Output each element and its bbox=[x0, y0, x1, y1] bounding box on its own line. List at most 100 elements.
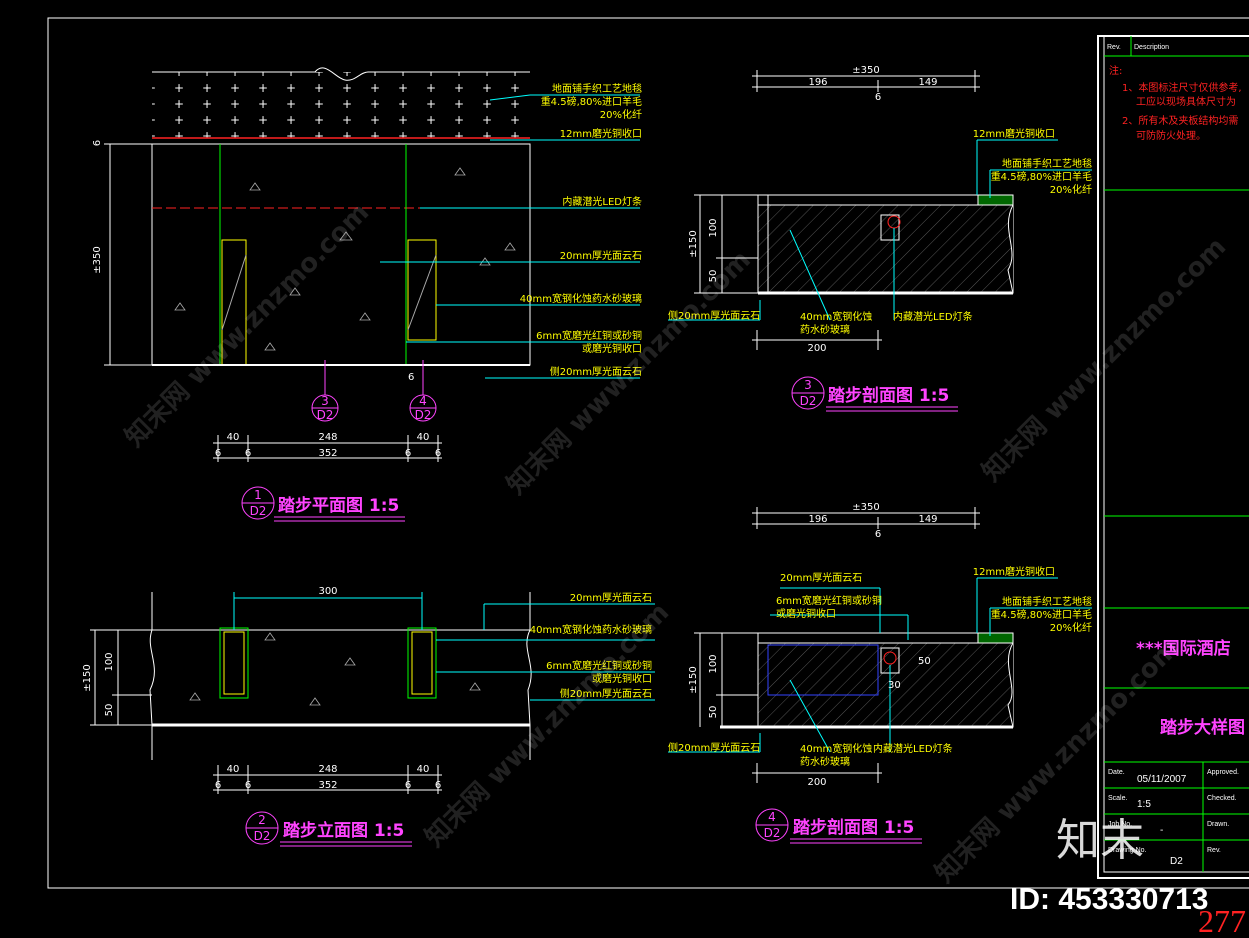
plan-label-copper-edge: 12mm磨光铜收口 bbox=[560, 127, 642, 140]
plan-label-led: 内藏潜光LED灯条 bbox=[562, 195, 642, 208]
sec4-dim-196: 196 bbox=[808, 514, 827, 525]
sec3-dim-6: 6 bbox=[875, 92, 881, 103]
plan-marker-4-sheet: D2 bbox=[415, 408, 432, 422]
tb-approved-label: Approved. bbox=[1207, 769, 1239, 776]
sec3-label-glass2: 药水砂玻璃 bbox=[800, 323, 850, 336]
elev-dim-50: 50 bbox=[104, 704, 115, 717]
sec3-dim-196: 196 bbox=[808, 77, 827, 88]
plan-marker-3-num: 3 bbox=[321, 394, 329, 408]
elev-title: 踏步立面图 1:5 bbox=[283, 820, 404, 841]
sec4-title-sheet: D2 bbox=[764, 826, 781, 840]
elev-label-glass: 40mm宽钢化蚀药水砂玻璃 bbox=[530, 623, 652, 636]
elevation-view: 300 20mm厚光面云石 40mm宽钢化蚀药水砂玻璃 6mm宽磨光红铜或砂铜 … bbox=[82, 586, 655, 847]
tb-drawing-title: 踏步大样图 bbox=[1160, 717, 1245, 738]
sec4-dim-150: ±150 bbox=[688, 666, 699, 693]
sec4-label-copper2: 或磨光铜收口 bbox=[776, 607, 836, 620]
tb-drawing-value: D2 bbox=[1170, 856, 1183, 867]
elev-dim-6-a: 6 bbox=[215, 780, 221, 791]
sec4-label-glass2: 药水砂玻璃 bbox=[800, 755, 850, 768]
tb-date-value: 05/11/2007 bbox=[1137, 774, 1187, 785]
sec3-label-side-marble: 侧20mm厚光面云石 bbox=[668, 309, 760, 322]
elev-title-num: 2 bbox=[258, 813, 266, 827]
elev-dim-6-b: 6 bbox=[245, 780, 251, 791]
image-id-text: ID: 453330713 bbox=[1010, 883, 1209, 916]
sec3-label-glass: 40mm宽钢化蚀 bbox=[800, 310, 872, 323]
tb-scale-label: Scale. bbox=[1108, 795, 1128, 802]
elev-dim-6-c: 6 bbox=[405, 780, 411, 791]
watermark-layer: 知末网 www.znzmo.com 知末网 www.znzmo.com 知末网 … bbox=[120, 197, 1233, 888]
section-4-view: ±350 196 149 6 20mm厚光面云石 6mm宽磨光红铜或砂铜 或磨光… bbox=[668, 502, 1092, 844]
plan-title: 踏步平面图 1:5 bbox=[278, 495, 399, 516]
elev-label-side-marble: 侧20mm厚光面云石 bbox=[560, 687, 652, 700]
tb-scale-value: 1:5 bbox=[1137, 799, 1151, 810]
plan-dim-6-d: 6 bbox=[435, 448, 441, 459]
elev-label-marble: 20mm厚光面云石 bbox=[570, 591, 652, 604]
tb-date-label: Date. bbox=[1108, 769, 1125, 776]
sec4-dim-30-inner: 30 bbox=[888, 680, 901, 691]
sec4-label-led: 内藏潜光LED灯条 bbox=[873, 742, 953, 755]
plan-label-carpet: 地面铺手织工艺地毯 bbox=[552, 82, 642, 95]
tb-checked-label: Checked. bbox=[1207, 795, 1237, 802]
sec3-label-carpet-weight: 重4.5磅,80%进口羊毛 bbox=[991, 170, 1092, 183]
plan-label-marble: 20mm厚光面云石 bbox=[560, 249, 642, 262]
elev-dim-6-d: 6 bbox=[435, 780, 441, 791]
plan-dim-left: ±350 bbox=[92, 246, 103, 273]
plan-dim-248: 248 bbox=[318, 432, 337, 443]
sec4-label-copper-edge: 12mm磨光铜收口 bbox=[973, 565, 1055, 578]
elev-label-copper2: 或磨光铜收口 bbox=[592, 672, 652, 685]
plan-dim-6-b: 6 bbox=[245, 448, 251, 459]
plan-dim-352: 352 bbox=[318, 448, 337, 459]
tb-note-1: 1、本图标注尺寸仅供参考, bbox=[1122, 81, 1242, 94]
sec3-label-carpet: 地面铺手织工艺地毯 bbox=[1002, 157, 1092, 170]
tb-note-2b: 可防防火处理。 bbox=[1136, 129, 1206, 142]
title-block: Rev. Description 注: 1、本图标注尺寸仅供参考, 工应以现场具… bbox=[1097, 35, 1249, 879]
sec4-dim-200: 200 bbox=[807, 777, 826, 788]
tb-desc-label: Description bbox=[1134, 44, 1169, 51]
tb-job-label: Job No. bbox=[1108, 821, 1132, 828]
plan-label-copper: 6mm宽磨光红铜或砂铜 bbox=[536, 329, 642, 342]
plan-label-carpet-fiber: 20%化纤 bbox=[600, 108, 642, 121]
sec3-dim-150: ±150 bbox=[688, 230, 699, 257]
plan-view: 地面铺手织工艺地毯 重4.5磅,80%进口羊毛 20%化纤 12mm磨光铜收口 … bbox=[92, 67, 642, 522]
sec3-title-num: 3 bbox=[804, 378, 812, 392]
tb-rev-label: Rev. bbox=[1107, 44, 1121, 51]
tb-job-value: - bbox=[1160, 825, 1163, 836]
sec4-dim-6: 6 bbox=[875, 529, 881, 540]
corner-number: 277 bbox=[1198, 903, 1246, 938]
sec4-dim-350: ±350 bbox=[852, 502, 879, 513]
sec3-dim-100: 100 bbox=[708, 218, 719, 237]
sec4-label-carpet-fiber: 20%化纤 bbox=[1050, 621, 1092, 634]
sec4-label-copper: 6mm宽磨光红铜或砂铜 bbox=[776, 594, 882, 607]
sec4-label-carpet: 地面铺手织工艺地毯 bbox=[1002, 595, 1092, 608]
tb-drawn-label: Drawn. bbox=[1207, 821, 1229, 828]
plan-dim-40-left: 40 bbox=[227, 432, 240, 443]
elev-dim-248: 248 bbox=[318, 764, 337, 775]
tb-rev2-label: Rev. bbox=[1207, 847, 1221, 854]
drawing-border bbox=[47, 17, 1249, 889]
elev-title-sheet: D2 bbox=[254, 829, 271, 843]
tb-notes-header: 注: bbox=[1109, 64, 1122, 77]
sec3-dim-50: 50 bbox=[708, 270, 719, 283]
plan-dim-small: 6 bbox=[408, 372, 414, 383]
sec3-title: 踏步剖面图 1:5 bbox=[828, 385, 949, 406]
tb-project-name: ***国际酒店 bbox=[1136, 638, 1231, 659]
plan-title-sheet: D2 bbox=[250, 504, 267, 518]
elev-label-copper: 6mm宽磨光红铜或砂铜 bbox=[546, 659, 652, 672]
elev-dim-352: 352 bbox=[318, 780, 337, 791]
section-3-view: ±350 196 149 6 12mm磨光铜收口 地面铺手织工艺地毯 重4.5磅… bbox=[668, 65, 1092, 412]
plan-label-copper2: 或磨光铜收口 bbox=[582, 342, 642, 355]
plan-title-num: 1 bbox=[254, 488, 262, 502]
plan-label-glass: 40mm宽钢化蚀药水砂玻璃 bbox=[520, 292, 642, 305]
plan-dim-40-right: 40 bbox=[417, 432, 430, 443]
tb-note-1b: 工应以现场具体尺寸为 bbox=[1136, 95, 1236, 108]
tb-drawing-label: Drawing No. bbox=[1108, 847, 1147, 854]
plan-label-carpet-weight: 重4.5磅,80%进口羊毛 bbox=[541, 95, 642, 108]
sec4-label-marble: 20mm厚光面云石 bbox=[780, 571, 862, 584]
elev-dim-40-right: 40 bbox=[417, 764, 430, 775]
sec4-label-side-marble: 侧20mm厚光面云石 bbox=[668, 741, 760, 754]
watermark-text: 知末网 www.znzmo.com bbox=[501, 245, 756, 500]
plan-dim-6-a: 6 bbox=[215, 448, 221, 459]
sec4-title-num: 4 bbox=[768, 810, 776, 824]
plan-label-side-marble: 侧20mm厚光面云石 bbox=[550, 365, 642, 378]
